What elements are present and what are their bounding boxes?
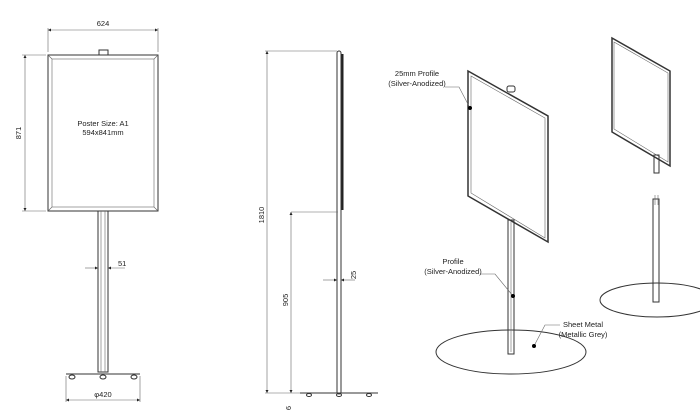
iso-frame <box>467 69 549 244</box>
pole-label-line1: Profile <box>442 257 463 266</box>
frame-label-line1: 25mm Profile <box>395 69 439 78</box>
base-label-line2: (Metallic Grey) <box>559 330 608 339</box>
base-dimension: φ420 <box>94 390 111 399</box>
exploded-pole <box>652 198 660 303</box>
pole-height-dimension: 905 <box>281 294 290 307</box>
base-thickness-dimension: 6 <box>284 406 293 410</box>
side-view: 1810 905 25 6 <box>257 50 378 410</box>
profile-dimension: 25 <box>349 271 358 279</box>
base-label-line1: Sheet Metal <box>563 320 603 329</box>
total-height-dimension: 1810 <box>257 207 266 224</box>
height-dimension: 871 <box>14 127 23 140</box>
pole-dimension: 51 <box>118 259 126 268</box>
poster-size-label: Poster Size: A1 <box>77 119 128 128</box>
iso-header-clip <box>506 85 516 93</box>
poster-mm-label: 594x841mm <box>82 128 123 137</box>
exploded-view <box>599 36 700 318</box>
exploded-base <box>599 282 700 318</box>
width-dimension: 624 <box>97 19 110 28</box>
exploded-frame-stub <box>653 154 660 174</box>
frame-label-line2: (Silver-Anodized) <box>388 79 446 88</box>
side-pole <box>336 50 342 395</box>
pole <box>97 210 109 373</box>
front-view: 624 871 Poster Size: A1 594x841mm 51 φ42… <box>14 19 159 402</box>
header-clip <box>98 49 109 56</box>
pole-label-line2: (Silver-Anodized) <box>424 267 482 276</box>
poster-frame-inner <box>51 58 155 208</box>
exploded-frame <box>611 36 671 168</box>
isometric-view: 25mm Profile (Silver-Anodized) Profile (… <box>388 69 608 375</box>
